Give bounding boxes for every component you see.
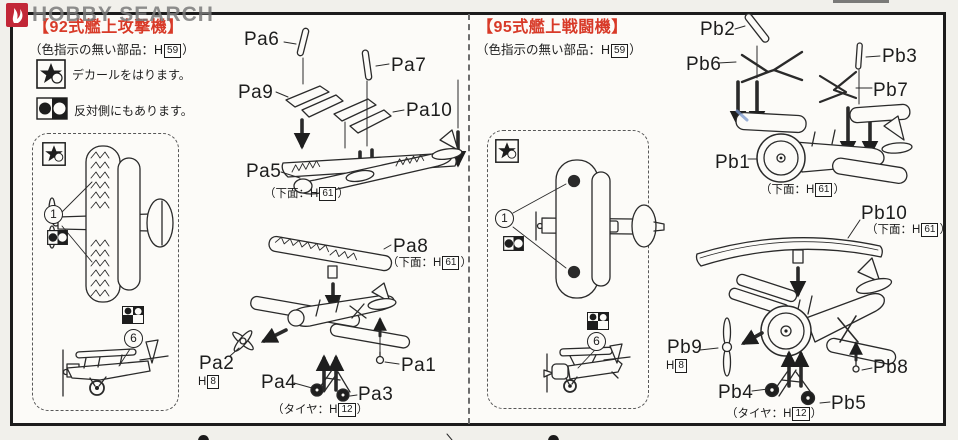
star-icon bbox=[36, 59, 66, 89]
step-marker-1-right: 1 bbox=[495, 209, 514, 228]
part-label-pa9: Pa9 bbox=[238, 82, 274, 103]
part-label-pa3: Pa3 bbox=[358, 384, 394, 405]
star-icon-small-left bbox=[42, 142, 66, 166]
type95-title: 【95式艦上戦闘機】 bbox=[477, 19, 628, 36]
type95-step2-drawing bbox=[695, 219, 897, 406]
part-label-pa6: Pa6 bbox=[244, 29, 280, 50]
pa2-propeller-drawing bbox=[232, 330, 254, 352]
part-label-pb5: Pb5 bbox=[831, 393, 867, 414]
part-label-pa10: Pa10 bbox=[406, 100, 453, 121]
type95-step1-plane-drawing bbox=[735, 103, 913, 184]
type92-step2-drawing bbox=[229, 235, 411, 402]
part-label-pb9: Pb9 bbox=[667, 337, 703, 358]
part-label-pb3: Pb3 bbox=[882, 46, 918, 67]
hobby-search-logo-icon bbox=[6, 3, 28, 27]
part-label-pb2: Pb2 bbox=[700, 19, 736, 40]
type95-paint-guide-box bbox=[487, 130, 649, 409]
dual-circles-icon bbox=[36, 97, 68, 120]
part-label-pb8: Pb8 bbox=[873, 357, 909, 378]
decal-legend-text: デカールをはります。 bbox=[72, 68, 191, 82]
scan-smudge-top bbox=[833, 0, 889, 3]
part-label-pa5: Pa5 bbox=[246, 161, 282, 182]
star-icon-small-right bbox=[495, 139, 519, 163]
step-marker-1-left: 1 bbox=[44, 205, 63, 224]
dual-circles-icon-right-box bbox=[503, 235, 524, 252]
scan-partial-circle-2 bbox=[548, 435, 559, 440]
hobby-search-watermark: HOBBY SEARCH bbox=[6, 3, 214, 27]
blue-pen-mark bbox=[735, 109, 749, 122]
type92-title: 【92式艦上攻撃機】 bbox=[33, 19, 184, 36]
part-label-pb10: Pb10 bbox=[861, 203, 908, 224]
pb9-propeller-drawing bbox=[721, 317, 733, 377]
checker-icon-left bbox=[122, 306, 144, 324]
checker-icon-right bbox=[587, 312, 609, 330]
dual-circles-icon-left-box bbox=[47, 229, 68, 246]
scan-mark bbox=[446, 433, 453, 440]
type92-paint-guide-box bbox=[32, 133, 179, 411]
section-divider bbox=[468, 14, 470, 424]
part-label-pa4: Pa4 bbox=[261, 372, 297, 393]
part-label-pb4: Pb4 bbox=[718, 382, 754, 403]
step-marker-6-right: 6 bbox=[587, 332, 606, 351]
hobby-search-watermark-text: HOBBY SEARCH bbox=[32, 3, 214, 26]
type92-step1-plane-drawing bbox=[280, 129, 463, 195]
type92-plan-view-drawing bbox=[48, 145, 174, 303]
step-marker-6-left: 6 bbox=[124, 329, 143, 348]
color-code-box: 59 bbox=[164, 44, 182, 58]
type95-step1-parts-drawing bbox=[717, 13, 881, 158]
opposite-side-legend-text: 反対側にもあります。 bbox=[74, 104, 193, 118]
part-label-pb7: Pb7 bbox=[873, 80, 909, 101]
part-label-pb6: Pb6 bbox=[686, 54, 722, 75]
type95-side-view-drawing bbox=[543, 343, 631, 393]
type92-side-view-drawing bbox=[62, 339, 169, 397]
type95-plan-view-drawing bbox=[512, 159, 665, 299]
part-label-pa7: Pa7 bbox=[391, 55, 427, 76]
part-label-pb1: Pb1 bbox=[715, 152, 751, 173]
part-label-pa2: Pa2 bbox=[199, 353, 235, 374]
part-label-pa1: Pa1 bbox=[401, 355, 437, 376]
part-label-pa8: Pa8 bbox=[393, 236, 429, 257]
scan-partial-circle-1 bbox=[198, 435, 209, 440]
